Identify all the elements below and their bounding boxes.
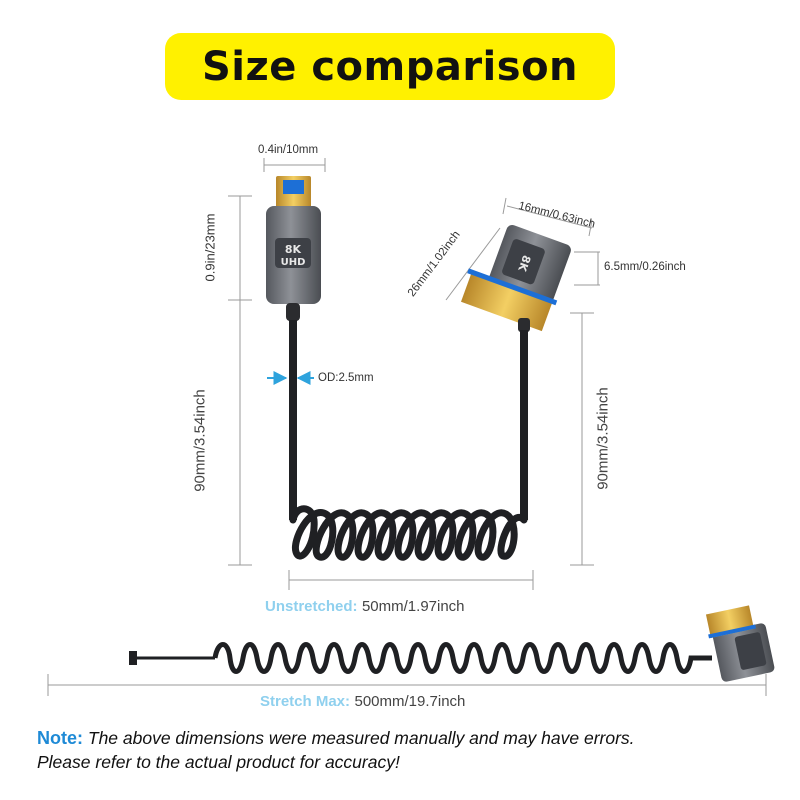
hdmi-connector — [461, 224, 571, 332]
usb-height-label: 0.9in/23mm — [202, 213, 218, 282]
note-key: Note: — [37, 728, 83, 748]
outer-diameter-label: OD:2.5mm — [318, 372, 374, 384]
usb-connector — [266, 176, 321, 321]
unstretched-measure: Unstretched: 50mm/1.97inch — [265, 598, 465, 616]
cable-right-straight — [520, 330, 528, 520]
unstretched-label: Unstretched: — [265, 598, 358, 615]
cable-left-length-label: 90mm/3.54inch — [191, 389, 209, 492]
disclaimer-note: Note: The above dimensions were measured… — [37, 726, 777, 774]
usb-8k-label: 8K — [285, 243, 302, 256]
stretch-max-value: 500mm/19.7inch — [354, 693, 466, 710]
hdmi-8k-label: 8K — [515, 253, 533, 273]
stretch-max-label: Stretch Max: — [260, 693, 351, 710]
hdmi-thickness-label: 6.5mm/0.26inch — [604, 261, 686, 273]
stretched-cable — [129, 605, 775, 682]
unstretched-value: 50mm/1.97inch — [361, 598, 465, 615]
usb-uhd-label: UHD — [281, 257, 306, 268]
title-banner: Size comparison — [165, 33, 615, 100]
dimension-lines — [47, 158, 767, 696]
note-line2: Please refer to the actual product for a… — [37, 752, 400, 772]
note-line1: The above dimensions were measured manua… — [87, 728, 635, 748]
cable-right-length-label: 90mm/3.54inch — [594, 387, 612, 490]
stretch-max-measure: Stretch Max: 500mm/19.7inch — [260, 693, 465, 711]
usb-width-label: 0.4in/10mm — [258, 144, 319, 156]
coiled-cable-unstretched — [289, 505, 528, 561]
cable-left-straight — [289, 320, 297, 520]
page-title: Size comparison — [201, 43, 579, 90]
